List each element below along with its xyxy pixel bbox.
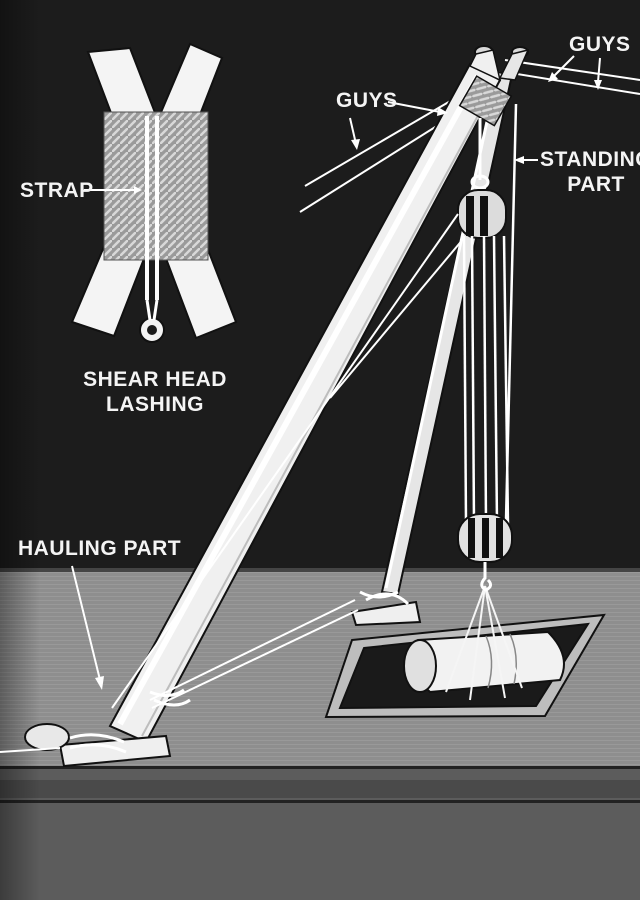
leader-lines	[71, 55, 602, 690]
shear-head-label-line2: LASHING	[106, 393, 204, 416]
standing-part-label-line1: STANDING	[540, 148, 640, 171]
standing-part-line	[504, 103, 518, 521]
guys-right-arrow-b	[597, 57, 601, 83]
inset-strap	[139, 116, 165, 343]
guys-left-arrow-a	[387, 101, 441, 113]
hauling-part-line	[111, 213, 465, 709]
hauling-part-arrow	[71, 565, 101, 681]
deadman-anchor	[24, 723, 70, 751]
rear-spar-foot	[350, 590, 422, 627]
guys-label-left: GUYS	[336, 89, 398, 112]
guys-right-arrow-a	[553, 55, 575, 77]
tackle-falls	[462, 103, 518, 525]
lower-block	[457, 513, 513, 592]
guys-label-right: GUYS	[569, 33, 631, 56]
strap-label: STRAP	[20, 179, 94, 202]
head-lashing	[458, 75, 513, 127]
shear-head-lashing-inset	[70, 42, 238, 343]
hatch-opening	[324, 585, 606, 719]
standing-part-label-line2: PART	[567, 173, 625, 196]
upper-block	[457, 118, 507, 239]
sling	[445, 585, 523, 701]
front-spar-foot	[0, 688, 191, 768]
shear-head-lashing-label: SHEAR HEAD LASHING	[80, 367, 230, 417]
hauling-part-label: HAULING PART	[18, 537, 182, 560]
standing-part-label: STANDING PART	[540, 147, 640, 197]
cargo-drum	[403, 630, 565, 694]
shear-head-label-line1: SHEAR HEAD	[83, 368, 227, 391]
